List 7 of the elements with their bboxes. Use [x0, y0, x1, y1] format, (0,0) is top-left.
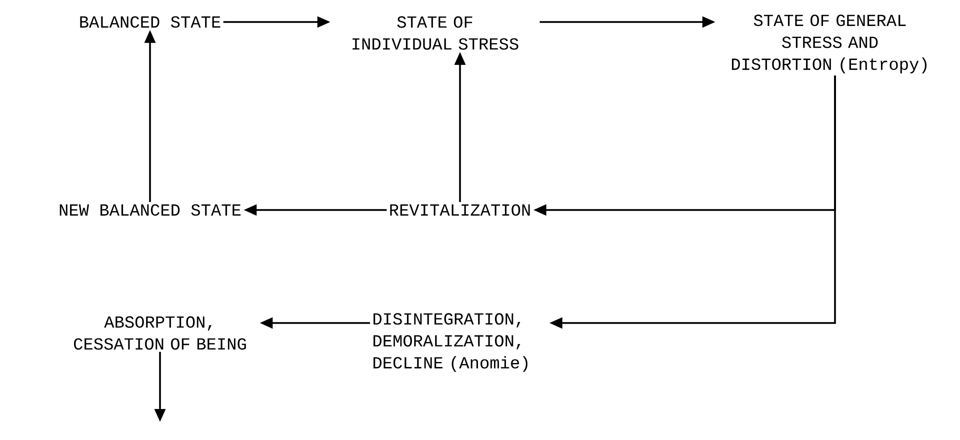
state-label: BALANCED STATE — [80, 16, 220, 28]
state-label: REVITALIZATION — [390, 204, 530, 216]
state-label: NEW BALANCED STATE — [60, 204, 241, 216]
state-label: STATE OF INDIVIDUAL STRESS — [352, 16, 518, 50]
state-label: STATE OF GENERAL STRESS AND DISTORTION (Entropy) — [732, 14, 926, 74]
state-label: ABSORPTION, CESSATION OF BEING — [74, 316, 246, 350]
state-label: DISINTEGRATION, DEMORALIZATION, DECLINE (Anomie) — [374, 313, 528, 372]
